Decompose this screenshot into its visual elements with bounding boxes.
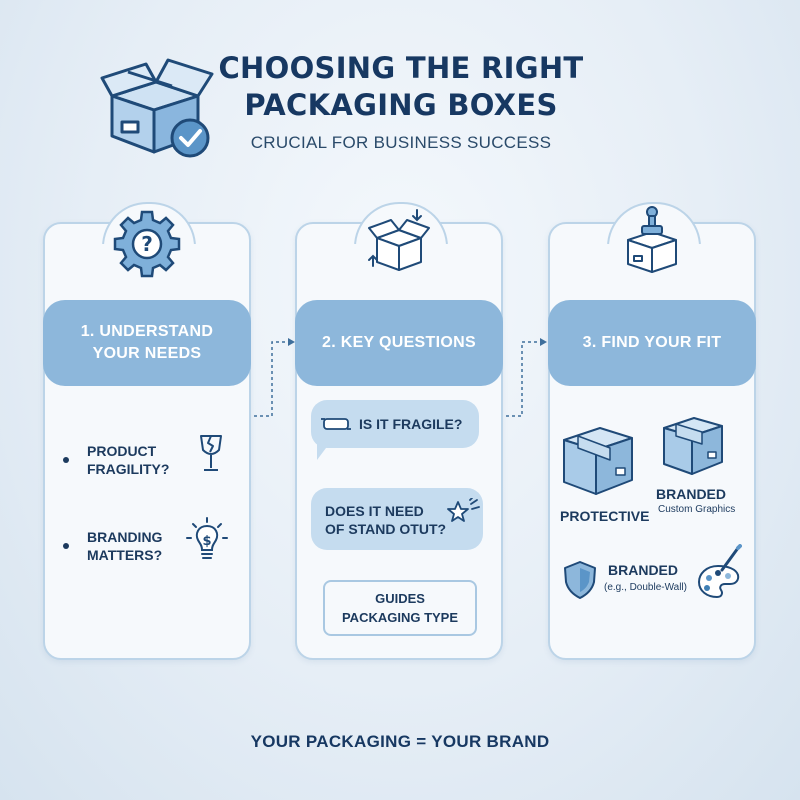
step-banner-2: 2. KEY QUESTIONS: [295, 300, 503, 386]
shipping-box-icon: [563, 427, 633, 495]
question-text: IS IT FRAGILE?: [359, 416, 463, 432]
connector-arrow-2-icon: [500, 338, 547, 417]
step-banner-1: 1. UNDERSTAND YOUR NEEDS: [43, 300, 251, 386]
box-stamp-icon: [627, 206, 677, 273]
gear-question-icon: ?: [113, 210, 181, 278]
palette-icon: [697, 544, 742, 599]
option-label-protective: PROTECTIVE: [560, 508, 650, 524]
step-banner-3: 3. FIND YOUR FIT: [548, 300, 756, 386]
option-label-branded-double-wall: BRANDED: [608, 562, 678, 578]
connector-arrow-1-icon: [248, 338, 295, 417]
step-card-key-questions: 2. KEY QUESTIONS IS IT FRAGILE? DOES IT …: [295, 202, 503, 660]
page-subtitle: CRUCIAL FOR BUSINESS SUCCESS: [250, 133, 552, 152]
open-box-check-icon: [100, 58, 214, 158]
broken-glass-icon: [200, 435, 222, 471]
option-label-branded: BRANDED: [656, 486, 726, 502]
bubble-wrap-icon: [321, 418, 351, 430]
bubble-tail: [317, 444, 329, 460]
box-arrows-icon: [368, 209, 430, 271]
question-bubble-fragile: IS IT FRAGILE?: [311, 400, 479, 460]
step-card-find-fit: 3. FIND YOUR FIT PROTECTIVE BRANDED Cust…: [548, 202, 756, 660]
bullet-dot: [63, 457, 69, 463]
option-sublabel-double-wall: (e.g., Double-Wall): [604, 582, 687, 593]
svg-text:?: ?: [141, 232, 153, 256]
option-sublabel-custom-graphics: Custom Graphics: [658, 504, 736, 515]
guides-packaging-type-box: GUIDES PACKAGING TYPE: [323, 580, 477, 636]
branded-box-icon: [663, 417, 723, 475]
svg-text:$: $: [202, 534, 211, 549]
lightbulb-dollar-icon: $: [186, 517, 228, 559]
shield-icon: [564, 561, 596, 599]
footer-tagline: YOUR PACKAGING = YOUR BRAND: [250, 732, 550, 751]
bullet-dot: [63, 543, 69, 549]
page-title: CHOOSING THE RIGHT PACKAGING BOXES: [218, 51, 584, 122]
sparkle-star-icon: [447, 498, 480, 522]
